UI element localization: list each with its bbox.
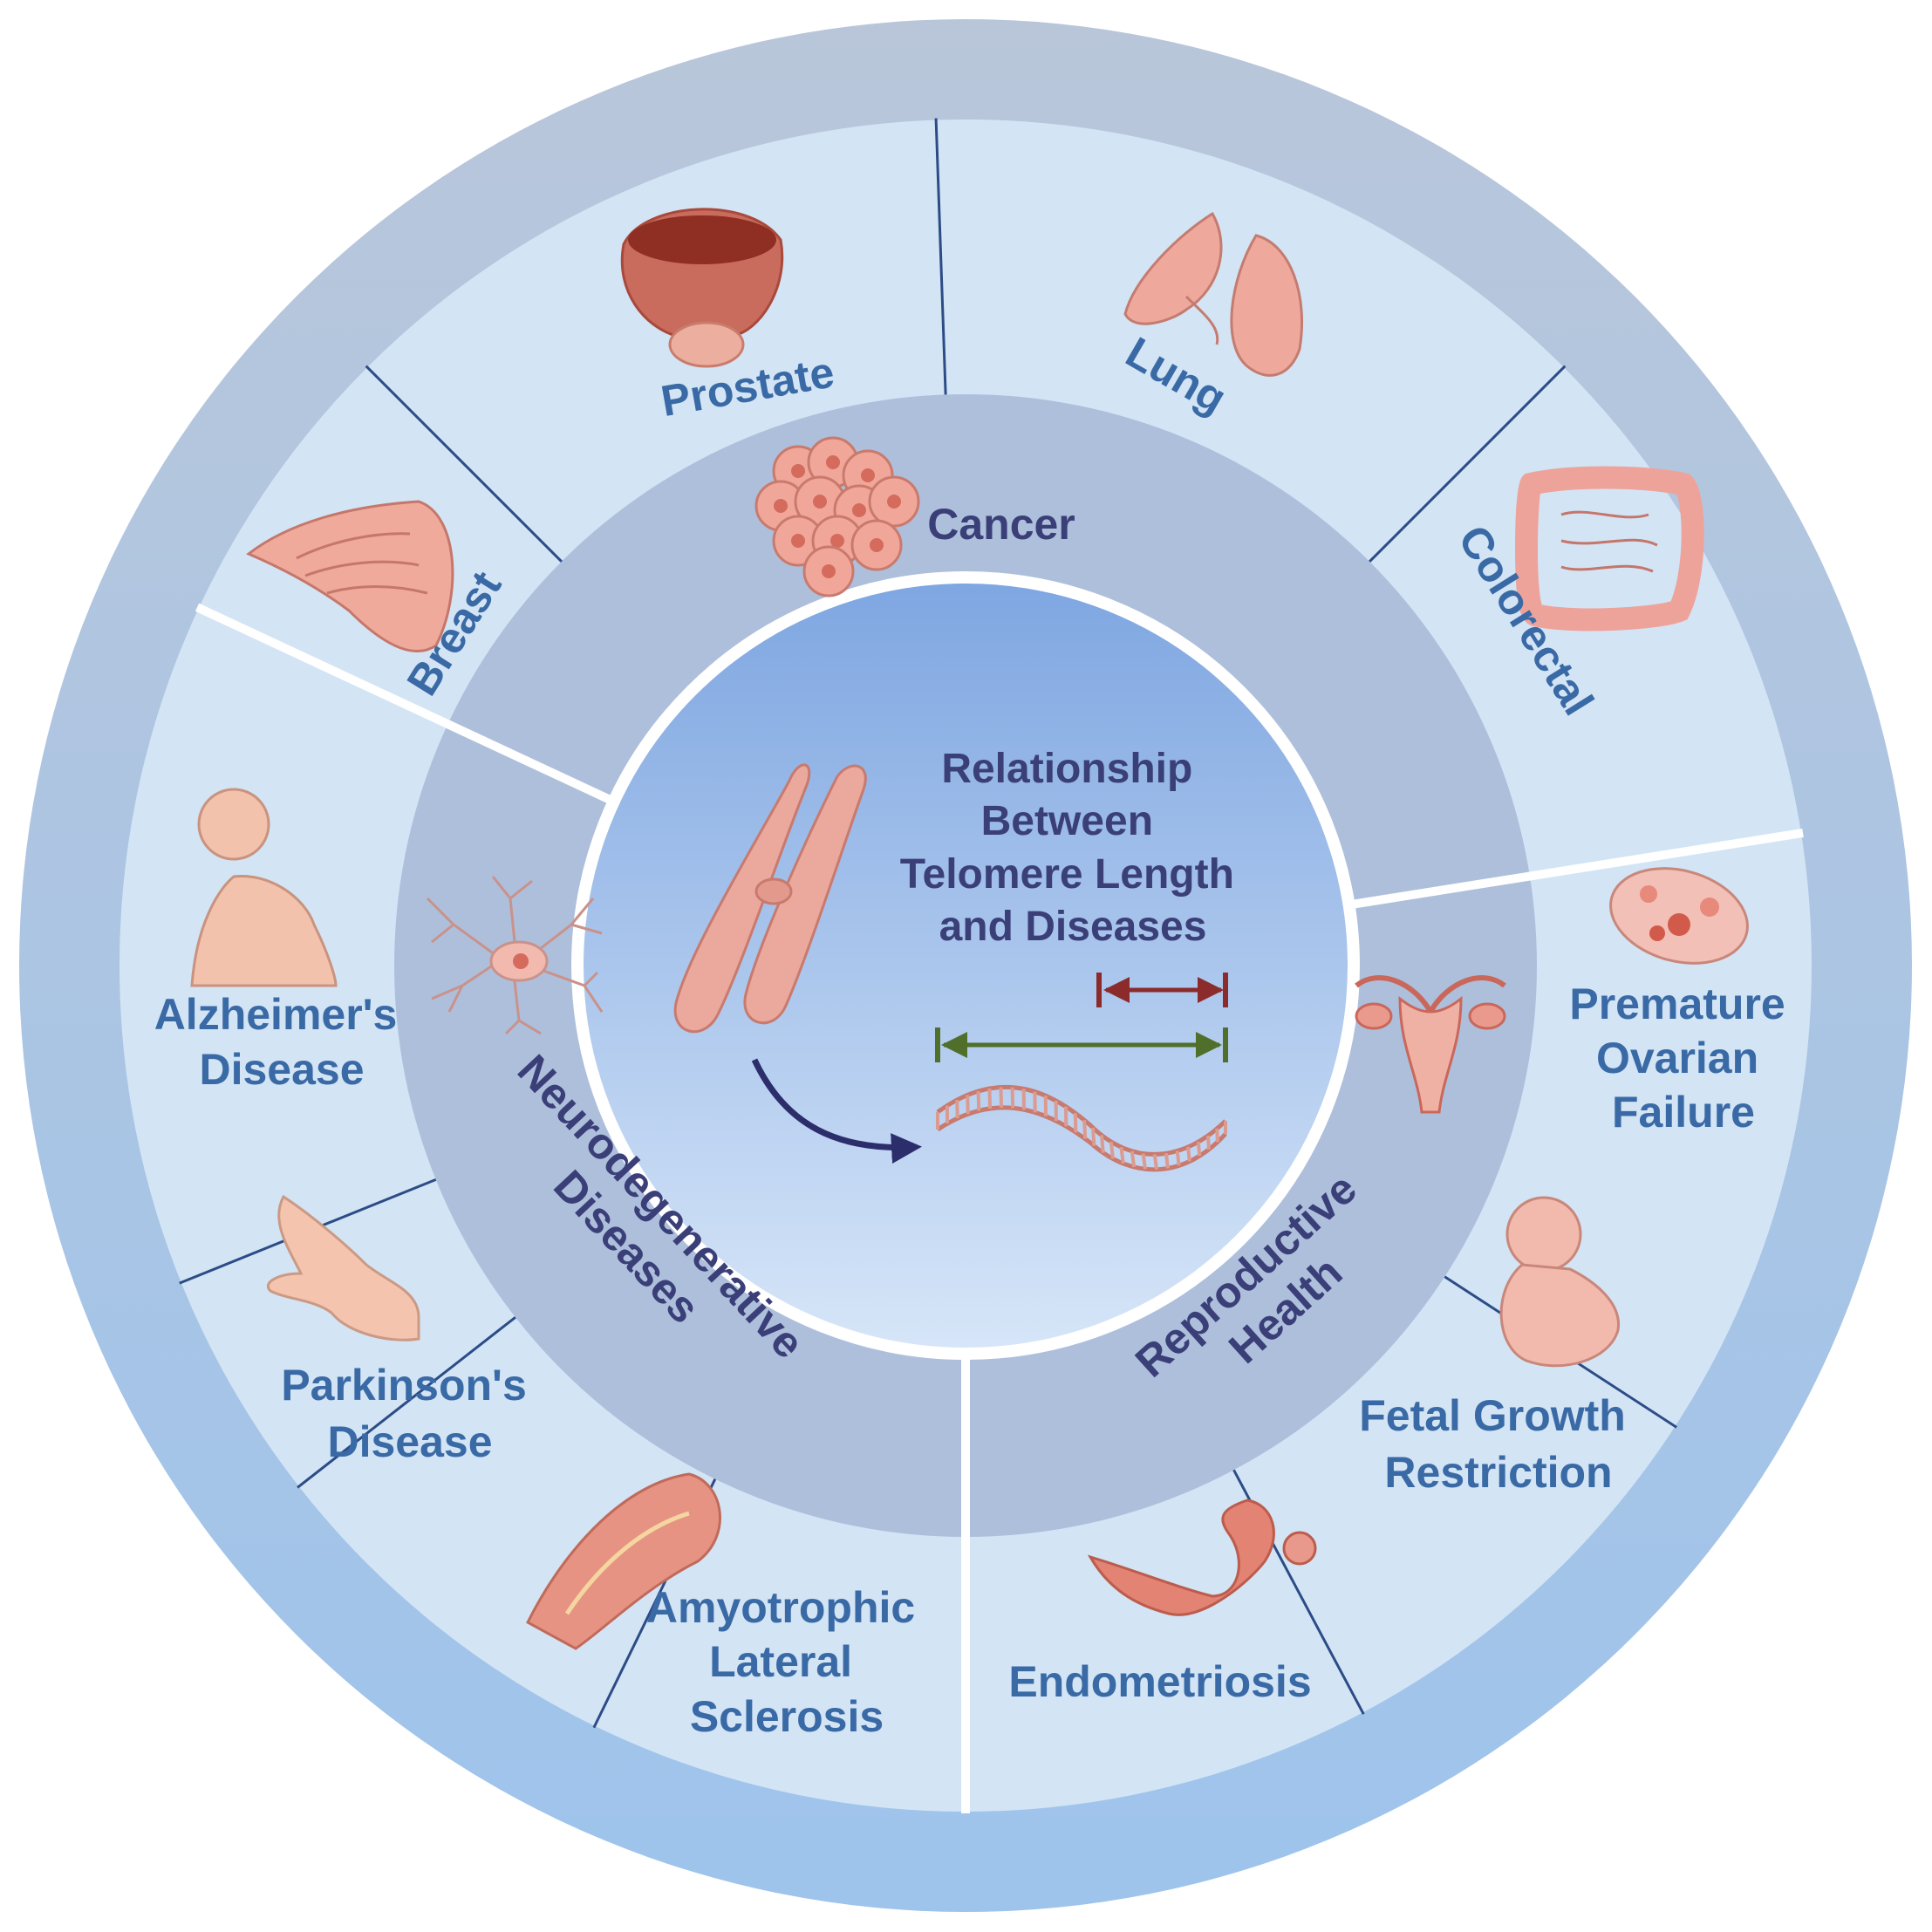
disease-label-parkinsons: Parkinson's Disease (281, 1361, 538, 1466)
dna-rung (1082, 1120, 1088, 1139)
colon-icon (1515, 466, 1704, 631)
alzheimers-line-2: Disease (199, 1045, 364, 1094)
dna-rung (1196, 1141, 1202, 1157)
dna-strand-icon (936, 1084, 1227, 1172)
dna-rung (1215, 1128, 1219, 1143)
breast-icon (246, 500, 454, 652)
als-line-3: Sclerosis (690, 1692, 884, 1741)
prostate-icon (620, 208, 784, 368)
uterus-icon (1355, 975, 1506, 1114)
dna-rung (1186, 1146, 1191, 1162)
als-line-2: Lateral (709, 1637, 852, 1686)
category-divider-3 (195, 603, 616, 806)
alzheimers-line-1: Alzheimer's (154, 990, 398, 1039)
dna-rung (1141, 1153, 1147, 1170)
neuron-icon (426, 876, 604, 1035)
center-title-line-2: Between (981, 798, 1153, 844)
center-title-line-4: and Diseases (939, 904, 1207, 950)
endometrium-icon (1087, 1498, 1317, 1616)
disease-label-endometriosis: Endometriosis (1008, 1657, 1311, 1706)
dna-rung (987, 1088, 993, 1109)
dna-rung (1175, 1150, 1181, 1166)
tumor-cell-nucleus (870, 538, 884, 552)
dna-rung (1152, 1154, 1159, 1171)
pof-line-3: Failure (1612, 1088, 1755, 1137)
dividers (179, 118, 1804, 1813)
center-title-line-1: Relationship (941, 746, 1192, 792)
disease-divider-7 (297, 1316, 516, 1489)
disease-label-pof: Premature Ovarian Failure (1569, 980, 1797, 1137)
dna-rung (1073, 1113, 1078, 1133)
dna-rung (1205, 1135, 1211, 1150)
lung-icon (1123, 211, 1304, 377)
tumor-cells-icon (754, 436, 920, 597)
fgr-line-1: Fetal Growth (1359, 1391, 1626, 1440)
dna-rung (1099, 1135, 1105, 1153)
transition-arrow-icon (751, 1058, 922, 1164)
category-divider-1 (1348, 829, 1804, 910)
fgr-line-2: Restriction (1384, 1448, 1612, 1497)
elderly-man-icon (190, 788, 338, 987)
dna-rung (1164, 1153, 1170, 1169)
tumor-cell-nucleus (861, 468, 875, 482)
muscle-icon (526, 1472, 721, 1650)
dna-rung (999, 1087, 1004, 1108)
dna-rung (1109, 1141, 1115, 1159)
dna-rung (1090, 1127, 1096, 1146)
pof-line-2: Ovarian (1596, 1034, 1758, 1082)
chromosome-icon (673, 763, 867, 1034)
tumor-cell-nucleus (791, 534, 805, 548)
tumor-cell-nucleus (813, 495, 827, 509)
pof-line-1: Premature (1569, 980, 1785, 1028)
tumor-cell-nucleus (774, 499, 788, 513)
dna-rung (976, 1090, 981, 1111)
hand-icon (267, 1194, 420, 1341)
tumor-cell-nucleus (826, 455, 840, 469)
tumor-cell-nucleus (791, 464, 805, 478)
center-title-line-3: Telomere Length (900, 851, 1234, 898)
tumor-cell-nucleus (852, 503, 866, 517)
ovary-icon (1609, 867, 1749, 965)
parkinsons-line-1: Parkinson's (281, 1361, 526, 1410)
dna-rung (1130, 1150, 1137, 1168)
disease-divider-2 (934, 118, 947, 395)
disease-divider-1 (365, 365, 563, 563)
dna-rung (966, 1095, 970, 1115)
fetus-icon (1499, 1196, 1621, 1368)
tumor-cell-nucleus (830, 534, 844, 548)
tumor-cell-nucleus (822, 564, 836, 578)
disease-label-alzheimers: Alzheimer's Disease (154, 990, 410, 1094)
disease-label-fgr: Fetal Growth Restriction (1359, 1391, 1637, 1497)
disease-divider-3 (1369, 365, 1567, 563)
center-title: Relationship Between Telomere Length and… (900, 746, 1246, 950)
tumor-cell-nucleus (887, 495, 901, 509)
als-line-1: Amyotrophic (646, 1583, 915, 1632)
parkinsons-line-2: Disease (327, 1417, 492, 1466)
category-label-cancer: Cancer (927, 500, 1075, 549)
disease-label-als: Amyotrophic Lateral Sclerosis (646, 1583, 927, 1741)
dna-rung (1119, 1146, 1125, 1164)
